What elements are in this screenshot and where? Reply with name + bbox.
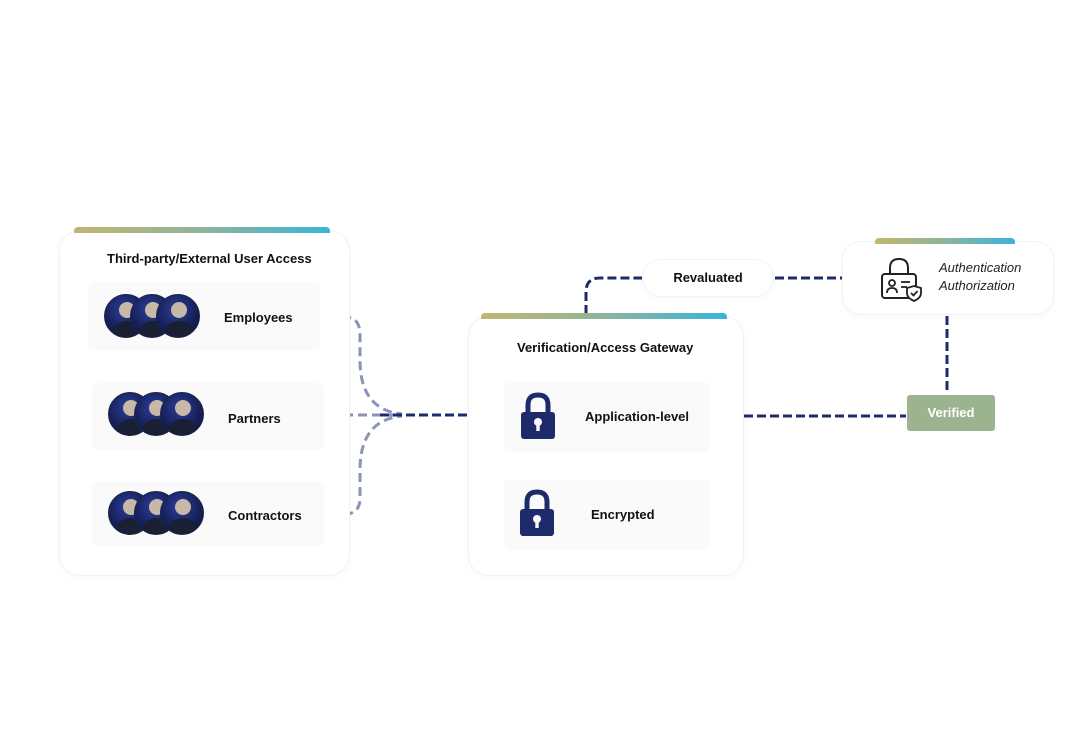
connector-gateway-revaluated <box>584 276 642 314</box>
list-item-partners: Partners <box>92 383 324 451</box>
gateway-card-accent-bar <box>481 313 727 319</box>
list-item-employees: Employees <box>88 283 320 351</box>
row-label-employees: Employees <box>224 310 293 325</box>
list-item-application-level: Application-level <box>504 382 710 452</box>
lock-icon <box>521 392 555 439</box>
auth-card: Authentication Authorization <box>843 238 1053 314</box>
user-group-icon <box>108 491 208 537</box>
external-card-accent-bar <box>74 227 330 233</box>
list-item-contractors: Contractors <box>92 481 324 547</box>
external-card-title: Third-party/External User Access <box>107 251 312 266</box>
user-group-icon <box>104 294 204 340</box>
gateway-card: Verification/Access Gateway Application-… <box>469 313 743 575</box>
external-access-card: Third-party/External User Access Employe… <box>60 227 349 575</box>
row-label-encrypted: Encrypted <box>591 507 655 522</box>
lock-icon <box>520 489 554 536</box>
auth-label-authorization: Authorization <box>939 278 1015 293</box>
auth-card-accent-bar <box>875 238 1015 244</box>
list-item-encrypted: Encrypted <box>504 480 710 550</box>
gateway-card-title: Verification/Access Gateway <box>517 340 694 355</box>
row-label-application-level: Application-level <box>585 409 690 424</box>
connector-contractors <box>330 414 403 516</box>
user-group-icon <box>108 392 208 438</box>
row-label-contractors: Contractors <box>228 508 302 523</box>
row-label-partners: Partners <box>228 411 281 426</box>
revaluated-pill: Revaluated <box>643 260 773 296</box>
auth-label-authentication: Authentication <box>939 260 1022 275</box>
secure-id-lock-icon <box>881 257 922 302</box>
verified-badge: Verified <box>907 395 995 431</box>
